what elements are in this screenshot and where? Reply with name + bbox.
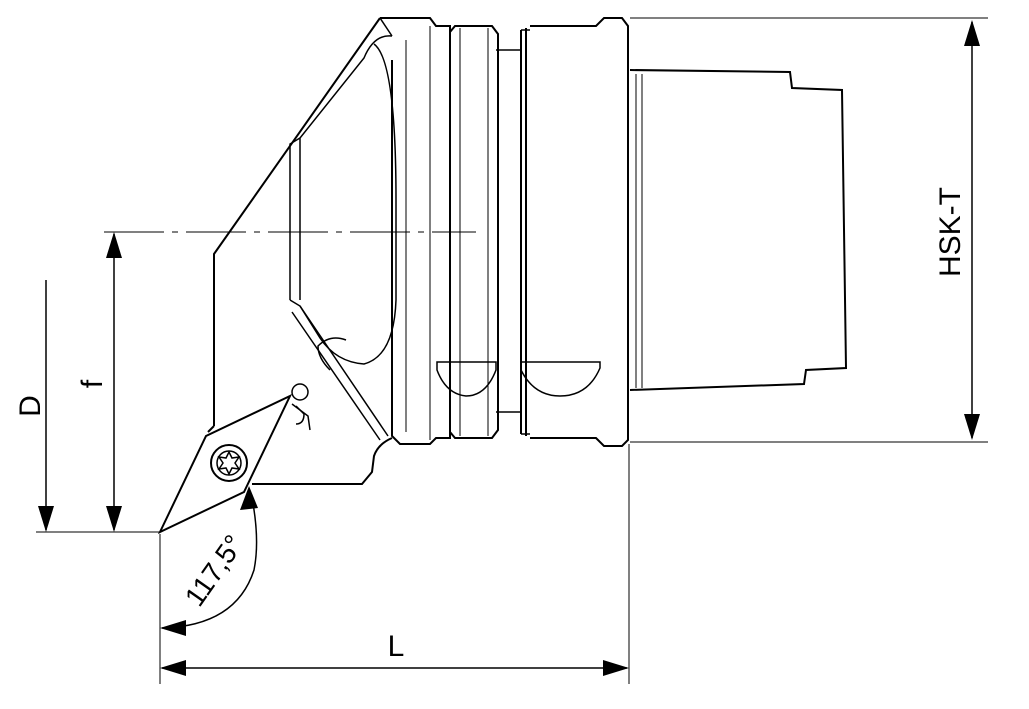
dimension-f bbox=[106, 232, 122, 532]
dimension-l bbox=[160, 660, 629, 676]
hsk-shank bbox=[629, 69, 848, 391]
f-label: f bbox=[76, 379, 109, 388]
flange-body bbox=[449, 17, 629, 447]
hsk-label: HSK-T bbox=[934, 187, 967, 277]
screw-slots bbox=[436, 361, 601, 397]
dimension-hsk bbox=[964, 20, 980, 440]
angle-label: 117,5° bbox=[179, 529, 250, 612]
torx-screw-icon bbox=[210, 444, 248, 482]
d-label: D bbox=[14, 395, 47, 417]
angled-head bbox=[207, 17, 397, 485]
dimension-d bbox=[38, 280, 54, 532]
extension-lines bbox=[36, 17, 988, 684]
cutting-insert bbox=[157, 383, 311, 535]
l-label: L bbox=[388, 630, 405, 663]
angle-dimension bbox=[160, 486, 258, 636]
collar bbox=[379, 17, 451, 445]
